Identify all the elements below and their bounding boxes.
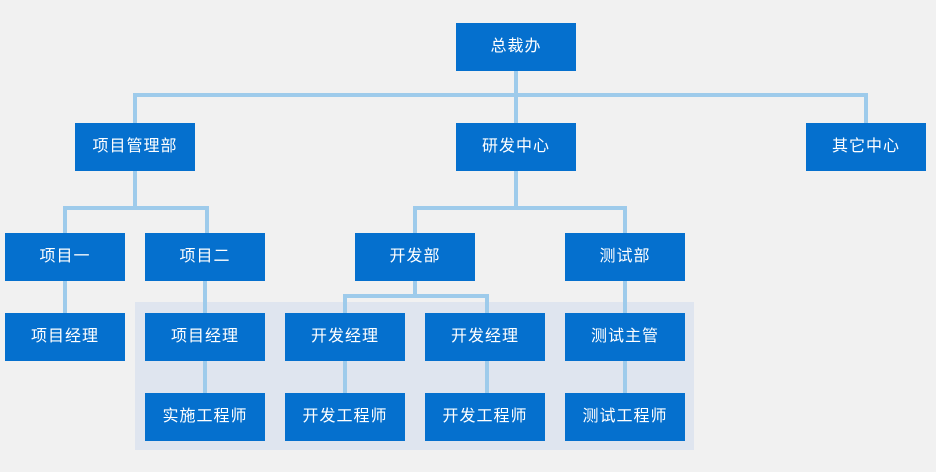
connector-to-dev-manager-1 bbox=[343, 294, 347, 315]
org-node-label: 开发工程师 bbox=[302, 408, 388, 425]
connector-project-mgmt-stem bbox=[133, 171, 137, 210]
org-node-label: 项目一 bbox=[39, 248, 91, 265]
org-node-label: 开发经理 bbox=[310, 328, 379, 345]
org-node-label: 研发中心 bbox=[481, 138, 550, 155]
connector-rd-center-stem bbox=[514, 171, 518, 210]
org-node-label: 开发经理 bbox=[450, 328, 519, 345]
connector-to-project-mgmt bbox=[133, 93, 137, 125]
connector-project-two-to-manager bbox=[203, 281, 207, 315]
connector-level2-bus bbox=[133, 93, 868, 97]
org-node-project-two[interactable]: 项目二 bbox=[145, 233, 265, 281]
org-node-dev-engineer-2[interactable]: 开发工程师 bbox=[425, 393, 545, 441]
connector-to-dev-manager-2 bbox=[485, 294, 489, 315]
connector-dev-dept-bus bbox=[343, 294, 489, 298]
org-node-other-center[interactable]: 其它中心 bbox=[806, 123, 926, 171]
connector-to-project-one bbox=[63, 206, 67, 235]
org-node-label: 项目二 bbox=[179, 248, 231, 265]
org-node-president-office[interactable]: 总裁办 bbox=[456, 23, 576, 71]
org-node-test-supervisor[interactable]: 测试主管 bbox=[565, 313, 685, 361]
connector-to-dev-dept bbox=[413, 206, 417, 235]
org-node-label: 其它中心 bbox=[831, 138, 900, 155]
org-node-label: 测试工程师 bbox=[582, 408, 668, 425]
org-node-project-one[interactable]: 项目一 bbox=[5, 233, 125, 281]
connector-to-project-two bbox=[205, 206, 209, 235]
org-node-dev-manager-1[interactable]: 开发经理 bbox=[285, 313, 405, 361]
connector-dev-dept-stem bbox=[413, 281, 417, 298]
org-node-project-manager-2[interactable]: 项目经理 bbox=[145, 313, 265, 361]
connector-to-rd-center bbox=[514, 93, 518, 125]
org-node-label: 总裁办 bbox=[490, 38, 542, 55]
org-node-rd-center[interactable]: 研发中心 bbox=[456, 123, 576, 171]
connector-dev-manager-2-to-engineer bbox=[485, 361, 489, 395]
org-node-label: 项目管理部 bbox=[92, 138, 178, 155]
org-node-label: 实施工程师 bbox=[162, 408, 248, 425]
connector-root-stem bbox=[514, 71, 518, 97]
org-node-label: 开发部 bbox=[389, 248, 441, 265]
connector-to-test-dept bbox=[623, 206, 627, 235]
org-node-label: 项目经理 bbox=[170, 328, 239, 345]
org-node-dev-manager-2[interactable]: 开发经理 bbox=[425, 313, 545, 361]
org-node-project-management-dept[interactable]: 项目管理部 bbox=[75, 123, 195, 171]
connector-test-dept-to-supervisor bbox=[623, 281, 627, 315]
connector-dev-manager-1-to-engineer bbox=[343, 361, 347, 395]
org-node-test-engineer[interactable]: 测试工程师 bbox=[565, 393, 685, 441]
org-node-testing-dept[interactable]: 测试部 bbox=[565, 233, 685, 281]
connector-to-other-center bbox=[864, 93, 868, 125]
connector-project-manager-to-impl-engineer bbox=[203, 361, 207, 395]
org-node-label: 开发工程师 bbox=[442, 408, 528, 425]
connector-project-one-to-manager bbox=[63, 281, 67, 315]
org-node-development-dept[interactable]: 开发部 bbox=[355, 233, 475, 281]
org-node-implementation-engineer[interactable]: 实施工程师 bbox=[145, 393, 265, 441]
connector-project-mgmt-bus bbox=[63, 206, 209, 210]
org-node-dev-engineer-1[interactable]: 开发工程师 bbox=[285, 393, 405, 441]
org-node-label: 测试部 bbox=[599, 248, 651, 265]
connector-rd-center-bus bbox=[413, 206, 627, 210]
org-node-label: 测试主管 bbox=[590, 328, 659, 345]
org-node-project-manager-1[interactable]: 项目经理 bbox=[5, 313, 125, 361]
org-node-label: 项目经理 bbox=[30, 328, 99, 345]
connector-test-supervisor-to-engineer bbox=[623, 361, 627, 395]
